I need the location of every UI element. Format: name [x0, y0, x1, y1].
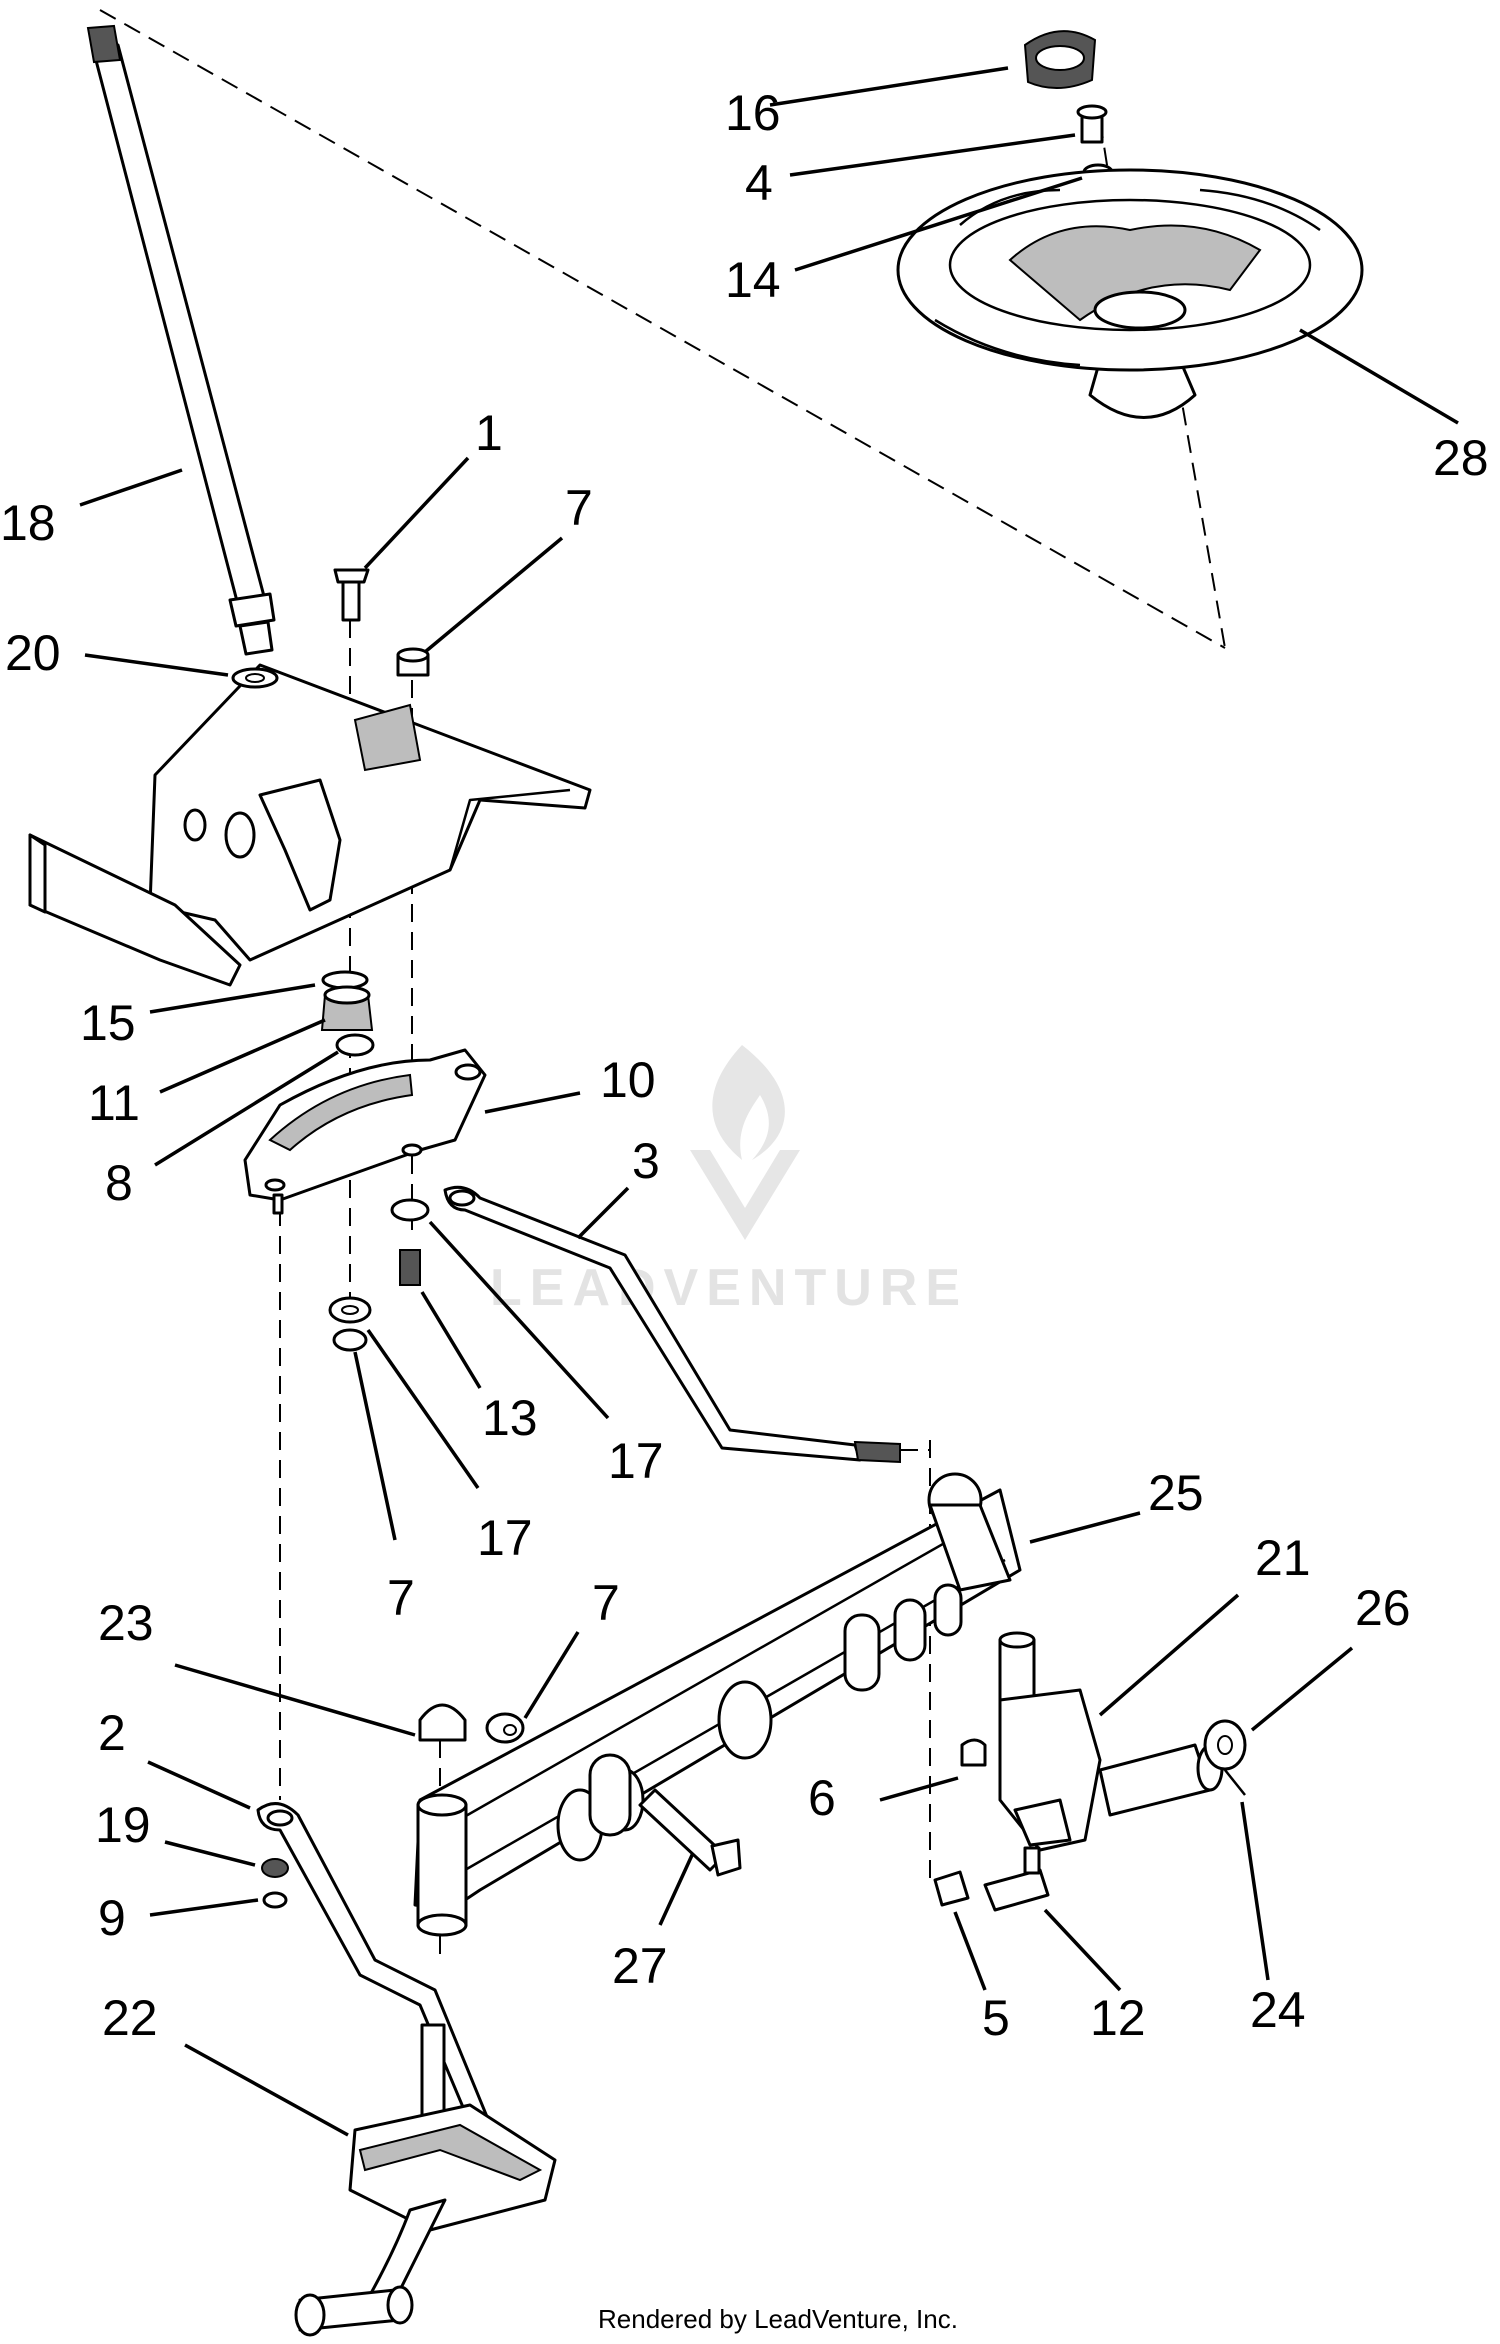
- callout-12: 12: [1090, 1990, 1146, 2046]
- right-spindle: [998, 1631, 1224, 1852]
- callout-21: 21: [1255, 1530, 1311, 1586]
- callout-18: 18: [0, 495, 56, 551]
- steering-bracket: [28, 663, 592, 987]
- leadventure-watermark: LEADVENTURE: [490, 1045, 968, 1317]
- callout-17-left: 17: [477, 1510, 533, 1566]
- callout-28: 28: [1433, 430, 1489, 486]
- callout-1: 1: [475, 405, 503, 461]
- callout-7-mid: 7: [387, 1570, 415, 1626]
- steering-shaft: [86, 24, 276, 656]
- steering-wheel-cap: [1023, 30, 1114, 181]
- callout-25: 25: [1148, 1465, 1204, 1521]
- steering-wheel: [896, 168, 1364, 419]
- callout-6: 6: [808, 1770, 836, 1826]
- callout-24: 24: [1250, 1982, 1306, 2038]
- tie-rod-end-hardware: [933, 1738, 1050, 1912]
- callout-10: 10: [600, 1052, 656, 1108]
- callout-11: 11: [88, 1075, 140, 1131]
- spindle-washer-and-pin: [1203, 1719, 1247, 1796]
- callout-13: 13: [482, 1390, 538, 1446]
- part-callouts: 16 4 14 28 18 1 7 20 15 11 8 10 3 13 17 …: [0, 85, 1489, 2046]
- left-kingpin-housing: [416, 1793, 468, 1937]
- callout-7-top: 7: [565, 480, 593, 536]
- axle-caps: [418, 1703, 525, 1744]
- render-credit: Rendered by LeadVenture, Inc.: [598, 2304, 958, 2334]
- callout-2: 2: [98, 1705, 126, 1761]
- callout-20: 20: [5, 625, 61, 681]
- callout-19: 19: [95, 1797, 151, 1853]
- steering-sector-plate: [243, 1048, 487, 1215]
- callout-9: 9: [98, 1890, 126, 1946]
- drag-link: [443, 1185, 901, 1464]
- callout-27: 27: [612, 1938, 668, 1994]
- callout-8: 8: [105, 1155, 133, 1211]
- bushings-and-fasteners: [328, 1198, 430, 1352]
- watermark-text: LEADVENTURE: [490, 1259, 968, 1317]
- pivot-bolt: [638, 1788, 742, 1877]
- callout-7-axle: 7: [592, 1575, 620, 1631]
- callout-26: 26: [1355, 1580, 1411, 1636]
- callout-23: 23: [98, 1595, 154, 1651]
- callout-14: 14: [725, 252, 781, 308]
- callout-3: 3: [632, 1133, 660, 1189]
- callout-15: 15: [80, 995, 136, 1051]
- left-spindle: [294, 2023, 557, 2337]
- pinion-gear-stack: [320, 970, 375, 1057]
- leader-lines: [79, 66, 1459, 2137]
- callout-17-right: 17: [608, 1433, 664, 1489]
- front-axle: [413, 1472, 1022, 1912]
- callout-22: 22: [102, 1990, 158, 2046]
- callout-4: 4: [745, 155, 773, 211]
- bolt-and-nut-top: [231, 568, 430, 689]
- callout-5: 5: [982, 1990, 1010, 2046]
- callout-16: 16: [725, 85, 781, 141]
